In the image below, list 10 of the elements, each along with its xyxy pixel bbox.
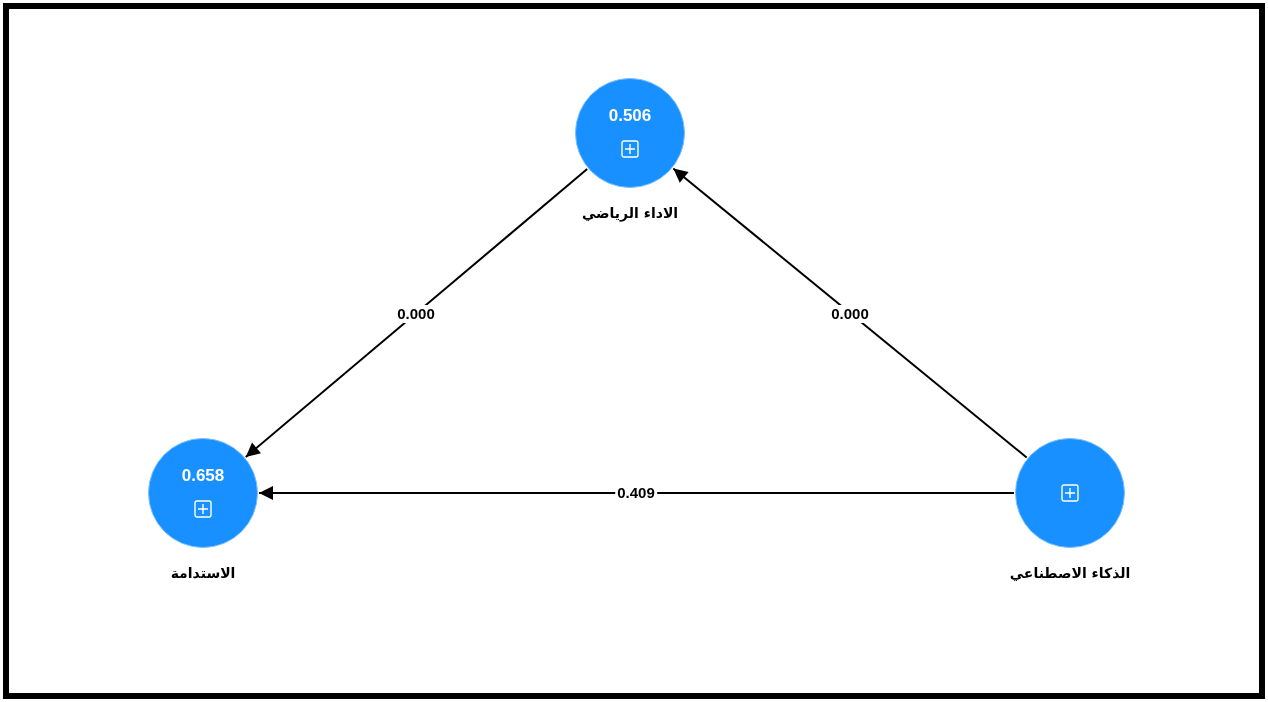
construct-label: الاداء الرياضي xyxy=(581,205,679,221)
construct-label: الذكاء الاصطناعي xyxy=(1009,565,1131,581)
edge-label: 0.000 xyxy=(395,305,437,323)
path-arrow xyxy=(258,486,1015,500)
construct-label: الاستدامة xyxy=(170,565,236,581)
path-arrow xyxy=(672,167,1028,459)
edge-label: 0.000 xyxy=(829,305,871,323)
value-text: 0.658 xyxy=(180,466,226,486)
path-arrow xyxy=(244,168,589,458)
value-text: 0.506 xyxy=(607,106,653,126)
